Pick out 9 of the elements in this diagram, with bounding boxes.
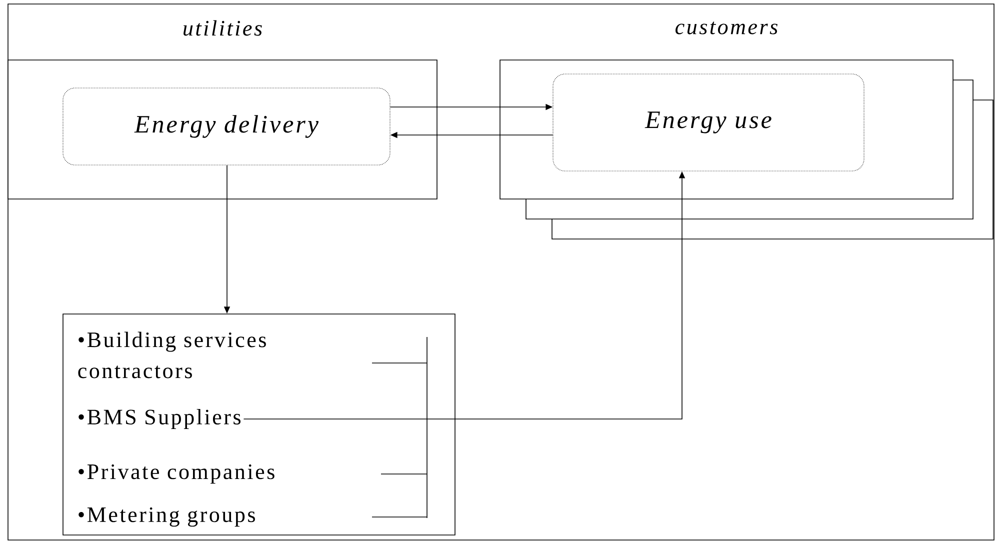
list-item: •Metering groups [78, 507, 255, 527]
process-box: Energy use [552, 74, 864, 172]
heading: utilities [184, 20, 262, 36]
process-box: Energy delivery [62, 88, 390, 166]
heading: customers [676, 22, 778, 34]
list-item: •Private companies [78, 464, 274, 484]
panel-box [62, 314, 456, 536]
list-item: •BMS Suppliers [78, 409, 240, 429]
list-item: •Building services contractors [78, 332, 266, 378]
